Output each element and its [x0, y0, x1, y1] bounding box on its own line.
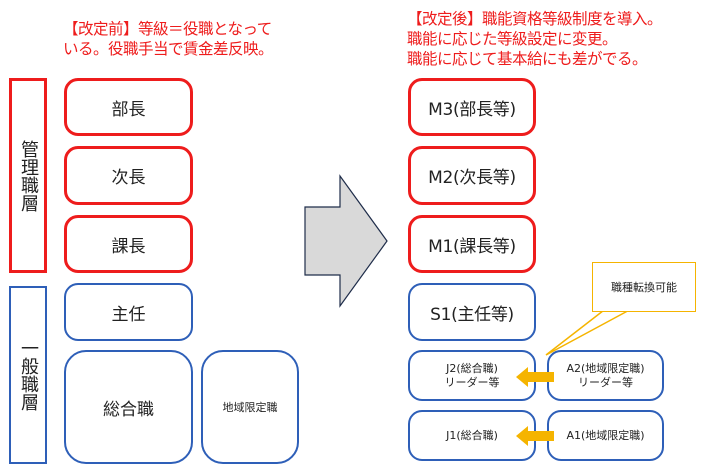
callout-pointer	[545, 306, 636, 356]
grade-label: M2(次長等)	[428, 168, 516, 188]
job-transfer-callout: 職種転換可能	[592, 262, 696, 312]
after-caption-line2: 職能に応じた等級設定に変更。	[407, 30, 618, 48]
grade-box-m2: M2(次長等)	[408, 146, 536, 205]
position-box-sogoshoku: 総合職	[64, 350, 193, 464]
position-label: 総合職	[103, 399, 154, 420]
grade-box-m1: M1(課長等)	[408, 215, 536, 273]
position-box-jicho: 次長	[64, 146, 193, 205]
grade-box-a2: A2(地域限定職) リーダー等	[547, 350, 664, 401]
grade-label: M1(課長等)	[428, 236, 516, 257]
grade-box-s1: S1(主任等)	[408, 283, 536, 341]
position-label: 課長	[111, 236, 146, 257]
after-caption: 【改定後】職能資格等級制度を導入。 職能に応じた等級設定に変更。 職能に応じて基…	[407, 9, 663, 69]
before-caption-line2: いる。役職手当で賃金差反映。	[63, 40, 274, 58]
position-label: 主任	[111, 304, 146, 325]
after-caption-line1: 【改定後】職能資格等級制度を導入。	[407, 10, 663, 28]
position-label: 部長	[111, 99, 146, 120]
grade-box-m3: M3(部長等)	[408, 78, 536, 136]
grade-box-a1: A1(地域限定職)	[547, 410, 664, 461]
transfer-arrow-icon	[516, 367, 554, 387]
before-caption-line1: 【改定前】等級＝役職となって	[63, 20, 272, 38]
grade-label: J1(総合職)	[446, 428, 498, 442]
grade-label: S1(主任等)	[430, 304, 514, 325]
grade-sublabel: リーダー等	[577, 375, 633, 389]
right-arrow-icon	[304, 174, 388, 308]
general-layer-bracket: 一般職層	[9, 286, 47, 464]
grade-label: J2(総合職)	[446, 361, 498, 375]
grade-label: A2(地域限定職)	[566, 361, 645, 375]
grade-label: M3(部長等)	[428, 99, 516, 120]
after-caption-line3: 職能に応じて基本給にも差がでる。	[407, 50, 648, 68]
general-layer-label: 一般職層	[18, 339, 39, 411]
grade-sublabel: リーダー等	[444, 375, 500, 389]
manager-layer-label: 管理職層	[18, 139, 39, 212]
callout-label: 職種転換可能	[611, 281, 677, 294]
grade-label: A1(地域限定職)	[566, 428, 645, 442]
manager-layer-bracket: 管理職層	[9, 78, 47, 273]
position-label: 地域限定職	[222, 401, 278, 414]
position-label: 次長	[111, 168, 146, 188]
position-box-kacho: 課長	[64, 215, 193, 273]
before-caption: 【改定前】等級＝役職となって いる。役職手当で賃金差反映。	[63, 19, 274, 59]
position-box-shunin: 主任	[64, 283, 193, 341]
position-box-bucho: 部長	[64, 78, 193, 136]
position-box-chiiki: 地域限定職	[201, 350, 299, 464]
grade-box-j2: J2(総合職) リーダー等	[408, 350, 536, 401]
transfer-arrow-icon	[516, 426, 554, 446]
